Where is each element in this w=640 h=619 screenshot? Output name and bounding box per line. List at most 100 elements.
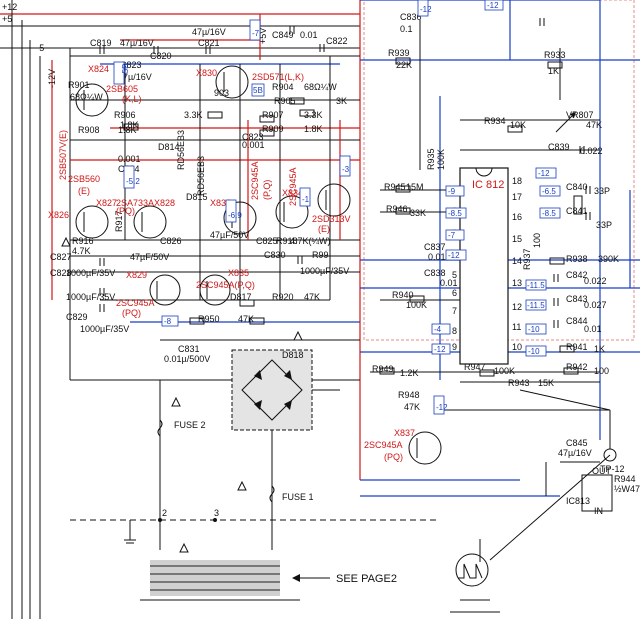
svg-text:C819: C819 (90, 38, 112, 48)
svg-text:14: 14 (512, 256, 522, 266)
svg-text:X830: X830 (196, 68, 217, 78)
svg-text:R948: R948 (398, 390, 420, 400)
svg-text:X833: X833 (210, 198, 231, 208)
svg-text:33P: 33P (594, 186, 610, 196)
svg-text:0.01: 0.01 (440, 278, 458, 288)
svg-text:2SC945A: 2SC945A (250, 161, 260, 200)
svg-text:1.8K: 1.8K (120, 120, 139, 130)
svg-text:C844: C844 (566, 316, 588, 326)
svg-text:-3: -3 (342, 165, 350, 174)
svg-text:47µ/16V: 47µ/16V (118, 72, 152, 82)
svg-text:10: 10 (512, 342, 522, 352)
svg-text:C829: C829 (66, 312, 88, 322)
svg-text:R917: R917 (114, 210, 124, 232)
svg-text:C837: C837 (424, 242, 446, 252)
svg-text:0.01: 0.01 (428, 252, 446, 262)
svg-text:10K: 10K (510, 120, 526, 130)
svg-text:2SD313V: 2SD313V (312, 214, 351, 224)
svg-text:15K: 15K (538, 378, 554, 388)
svg-text:15M: 15M (406, 182, 424, 192)
transistor-x824 (75, 83, 109, 117)
svg-text:47K: 47K (586, 120, 602, 130)
svg-text:R947: R947 (464, 362, 486, 372)
svg-text:3K: 3K (336, 96, 347, 106)
svg-text:FUSE 2: FUSE 2 (174, 420, 206, 430)
svg-text:-6.5: -6.5 (542, 187, 556, 196)
svg-text:47µ/16V: 47µ/16V (558, 448, 592, 458)
svg-text:-12: -12 (436, 403, 448, 412)
svg-text:R906: R906 (114, 110, 136, 120)
svg-text:R943: R943 (508, 378, 530, 388)
svg-text:R949: R949 (372, 364, 394, 374)
svg-text:R99: R99 (312, 250, 329, 260)
svg-text:3.3K: 3.3K (184, 110, 203, 120)
transistor-x826 (75, 205, 109, 239)
transistor-x830 (215, 65, 249, 99)
svg-text:TP-12: TP-12 (600, 464, 625, 474)
svg-text:18: 18 (512, 176, 522, 186)
svg-text:C840: C840 (566, 182, 588, 192)
voltage-tags: -12 -5B -7 5B -5.2 -6.9 -3 -1 -12 -9 -8.… (113, 0, 561, 415)
svg-text:D818: D818 (282, 350, 304, 360)
ground-symbols (124, 520, 136, 544)
svg-text:R944: R944 (614, 474, 636, 484)
ic-813 (581, 474, 613, 512)
svg-text:(PQ): (PQ) (384, 452, 403, 462)
svg-text:1000µF/35V: 1000µF/35V (300, 266, 349, 276)
svg-text:(K,L): (K,L) (122, 94, 142, 104)
svg-text:3.3K: 3.3K (304, 110, 323, 120)
svg-text:C826: C826 (160, 236, 182, 246)
svg-text:C836: C836 (400, 12, 422, 22)
rail-plus5-label: +5 (2, 14, 12, 24)
svg-text:R909: R909 (262, 124, 284, 134)
svg-text:68Ω¼W: 68Ω¼W (70, 92, 103, 102)
transformer (140, 560, 300, 601)
svg-text:0.01: 0.01 (584, 324, 602, 334)
transistor-x834 (275, 195, 309, 229)
svg-text:0.001: 0.001 (118, 154, 141, 164)
svg-text:R950: R950 (198, 314, 220, 324)
svg-text:R940: R940 (392, 290, 414, 300)
svg-text:8: 8 (452, 326, 457, 336)
svg-text:D817: D817 (230, 292, 252, 302)
svg-text:C828: C828 (50, 268, 72, 278)
svg-text:-12: -12 (434, 345, 446, 354)
svg-text:47µF/50V: 47µF/50V (210, 230, 249, 240)
svg-text:1000µF/35V: 1000µF/35V (66, 292, 115, 302)
rail-5v-label: +5V (258, 28, 268, 44)
svg-text:47µF/50V: 47µF/50V (130, 252, 169, 262)
svg-text:7: 7 (452, 306, 457, 316)
svg-text:47K: 47K (238, 314, 254, 324)
rail-minus5-label: −5 (34, 43, 44, 53)
svg-text:D815: D815 (186, 192, 208, 202)
transistor-x837 (408, 431, 442, 465)
svg-text:22K: 22K (396, 60, 412, 70)
svg-text:C849: C849 (272, 30, 294, 40)
svg-text:-12: -12 (448, 251, 460, 260)
transistor-x829 (149, 274, 181, 306)
svg-text:X835: X835 (228, 268, 249, 278)
see-page-label: SEE PAGE2 (336, 573, 397, 585)
svg-text:C822: C822 (326, 36, 348, 46)
svg-text:R907: R907 (262, 110, 284, 120)
svg-text:2SC945A: 2SC945A (364, 440, 403, 450)
svg-text:R905: R905 (274, 96, 296, 106)
svg-text:6: 6 (452, 288, 457, 298)
bridge-rectifier-d818 (231, 349, 313, 431)
svg-text:2SC945A: 2SC945A (116, 298, 155, 308)
waveform-inset (450, 539, 500, 613)
resistor-group (123, 97, 315, 325)
svg-text:-8.5: -8.5 (448, 209, 462, 218)
svg-text:C839: C839 (548, 142, 570, 152)
svg-text:-10: -10 (528, 325, 540, 334)
svg-text:16: 16 (512, 212, 522, 222)
svg-text:(PQ): (PQ) (116, 206, 135, 216)
svg-text:½W470: ½W470 (614, 484, 640, 494)
svg-text:-12: -12 (487, 1, 499, 10)
svg-text:C845: C845 (566, 438, 588, 448)
svg-text:2SA733A: 2SA733A (116, 198, 154, 208)
svg-text:0.01µ/500V: 0.01µ/500V (164, 354, 210, 364)
svg-text:0.01: 0.01 (300, 30, 318, 40)
svg-text:X827: X827 (96, 198, 117, 208)
